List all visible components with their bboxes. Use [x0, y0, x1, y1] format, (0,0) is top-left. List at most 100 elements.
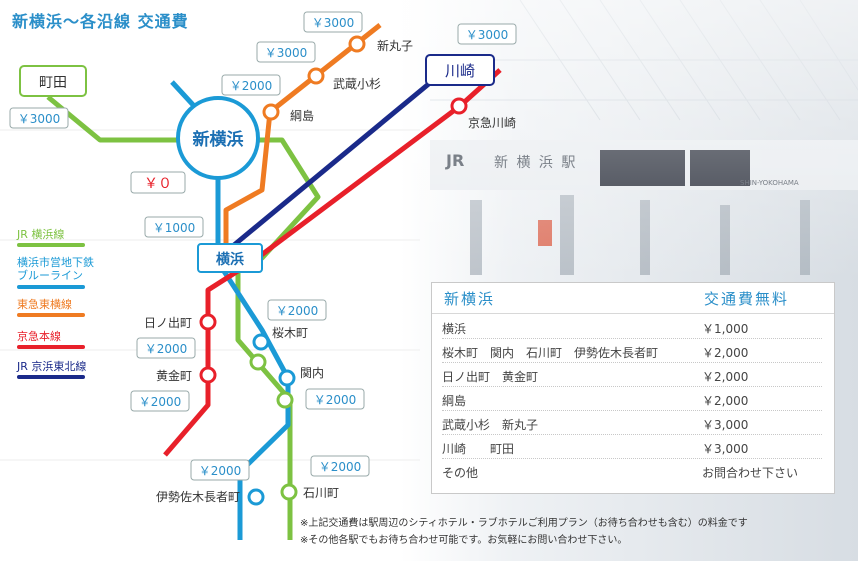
fare-table: 新横浜 交通費無料 横浜 ￥1,000 桜木町 関内 石川町 伊勢佐木長者町 ￥… — [431, 282, 835, 494]
label-sakuragicho: 桜木町 — [272, 326, 308, 340]
table-row: 川崎 町田 ￥3,000 — [442, 435, 822, 459]
row-destination: 武蔵小杉 新丸子 — [442, 418, 539, 432]
legend-label-keikyu: 京急本線 — [17, 329, 61, 343]
table-row: 武蔵小杉 新丸子 ￥3,000 — [442, 411, 822, 435]
svg-text:￥1000: ￥1000 — [153, 221, 196, 235]
row-destination: 川崎 町田 — [442, 442, 515, 456]
station-dot-kannai-blue — [278, 369, 296, 387]
fare-callout-shinmaruko: ￥3000 — [303, 11, 363, 33]
svg-text:￥2000: ￥2000 — [314, 393, 357, 407]
station-dot-musashi-kosugi — [307, 67, 325, 85]
fare-callout-kannai: ￥2000 — [305, 388, 365, 410]
footnote-1: ※上記交通費は駅周辺のシティホテル・ラブホテルご利用プラン（お待ち合わせも含む）… — [300, 518, 748, 529]
label-tsunashima: 綱島 — [290, 108, 314, 123]
fare-callout-musashi-kosugi: ￥3000 — [256, 41, 316, 63]
svg-text:￥3000: ￥3000 — [466, 28, 509, 42]
legend-label-blue-line-2: ブルーライン — [17, 268, 83, 282]
fare-table-header-left: 新横浜 — [444, 290, 496, 308]
svg-text:￥０: ￥０ — [144, 176, 172, 192]
fare-callout-tsunashima: ￥2000 — [221, 74, 281, 96]
station-dot-shinmaruko — [348, 35, 366, 53]
row-destination: その他 — [442, 466, 479, 480]
station-dot-keikyu-kawasaki — [450, 97, 468, 115]
photo-station-sign: 新 横 浜 駅 — [494, 155, 577, 171]
station-dot-koganecho — [199, 366, 217, 384]
table-row: 横浜 ￥1,000 — [442, 315, 822, 339]
yokohama-label: 横浜 — [216, 251, 244, 268]
row-fare: ￥3,000 — [702, 442, 749, 456]
station-dot-isezakichojamachi — [247, 488, 265, 506]
label-keikyu-kawasaki: 京急川崎 — [468, 115, 516, 130]
svg-text:￥2000: ￥2000 — [276, 304, 319, 318]
legend-swatch-keikyu — [17, 345, 85, 349]
fare-callout-yokohama: ￥1000 — [144, 216, 204, 238]
fare-callout-sakuragicho: ￥2000 — [267, 299, 327, 321]
kawasaki-station-box[interactable]: 川崎 — [425, 54, 495, 86]
row-fare: ￥1,000 — [702, 322, 749, 336]
fare-table-header-right: 交通費無料 — [704, 290, 790, 308]
svg-text:￥2000: ￥2000 — [230, 79, 273, 93]
label-koganecho: 黄金町 — [156, 368, 192, 383]
row-fare: お問合わせ下さい — [702, 466, 799, 480]
label-hinodecho: 日ノ出町 — [144, 316, 192, 330]
legend-label-jr-yokohama: JR 横浜線 — [16, 227, 64, 241]
keikyu-line — [163, 68, 502, 457]
keihin-tohoku-line — [226, 66, 450, 252]
row-destination: 綱島 — [442, 394, 467, 408]
svg-text:￥3000: ￥3000 — [18, 112, 61, 126]
footnotes: ※上記交通費は駅周辺のシティホテル・ラブホテルご利用プラン（お待ち合わせも含む）… — [300, 515, 748, 549]
legend-swatch-blue-line — [17, 285, 85, 289]
svg-text:￥3000: ￥3000 — [265, 46, 308, 60]
legend-label-keihin-tohoku: JR 京浜東北線 — [16, 359, 86, 373]
footnote-2: ※その他各駅でもお待ち合わせ可能です。お気軽にお問い合わせ下さい。 — [300, 535, 628, 546]
row-destination: 横浜 — [442, 322, 467, 336]
yokohama-station-box[interactable]: 横浜 — [197, 243, 263, 273]
kawasaki-label: 川崎 — [445, 62, 475, 80]
fare-table-header: 新横浜 交通費無料 — [432, 283, 834, 314]
label-ishikawacho: 石川町 — [303, 486, 339, 500]
svg-text:￥2000: ￥2000 — [199, 464, 242, 478]
photo-english-sign: SHIN-YOKOHAMA — [740, 179, 799, 187]
legend-swatch-toyoko — [17, 313, 85, 317]
fare-callout-ishikawacho: ￥2000 — [310, 455, 370, 477]
row-destination: 桜木町 関内 石川町 伊勢佐木長者町 — [442, 346, 659, 360]
line-legend: JR 横浜線 横浜市営地下鉄 ブルーライン 東急東横線 京急本線 JR 京浜東北… — [16, 227, 94, 379]
legend-swatch-jr-yokohama — [17, 243, 85, 247]
legend-label-toyoko: 東急東横線 — [17, 297, 72, 311]
row-fare: ￥2,000 — [702, 346, 749, 360]
fare-callout-hinodecho: ￥2000 — [136, 337, 196, 359]
table-row: その他 お問合わせ下さい — [442, 459, 822, 482]
toyoko-line — [223, 23, 382, 255]
label-musashi-kosugi: 武蔵小杉 — [333, 77, 381, 91]
machida-station-box[interactable]: 町田 — [19, 65, 87, 97]
row-destination: 日ノ出町 黄金町 — [442, 370, 539, 384]
fare-callout-shin-yokohama: ￥０ — [130, 171, 186, 194]
table-row: 日ノ出町 黄金町 ￥2,000 — [442, 363, 822, 387]
table-row: 綱島 ￥2,000 — [442, 387, 822, 411]
label-isezakichojamachi: 伊勢佐木長者町 — [156, 489, 240, 504]
fare-callout-kawasaki: ￥3000 — [457, 23, 517, 45]
label-shinmaruko: 新丸子 — [377, 38, 413, 53]
row-fare: ￥2,000 — [702, 394, 749, 408]
legend-swatch-keihin-tohoku — [17, 375, 85, 379]
svg-text:￥2000: ￥2000 — [139, 395, 182, 409]
shin-yokohama-label: 新横浜 — [193, 129, 244, 150]
station-dot-tsunashima — [262, 103, 280, 121]
page-title: 新横浜～各沿線 交通費 — [12, 12, 189, 31]
fare-callout-machida: ￥3000 — [9, 107, 69, 129]
station-dot-sakuragicho-blue — [252, 333, 270, 351]
fare-callout-koganecho: ￥2000 — [130, 390, 190, 412]
svg-text:￥2000: ￥2000 — [319, 460, 362, 474]
station-dot-sakuragicho-jr — [249, 353, 267, 371]
svg-text:￥2000: ￥2000 — [145, 342, 188, 356]
svg-text:￥3000: ￥3000 — [312, 16, 355, 30]
row-fare: ￥2,000 — [702, 370, 749, 384]
shin-yokohama-hub[interactable]: 新横浜 — [176, 96, 260, 180]
photo-jr-logo: JR — [445, 151, 464, 170]
station-dot-ishikawacho — [280, 483, 298, 501]
table-row: 桜木町 関内 石川町 伊勢佐木長者町 ￥2,000 — [442, 339, 822, 363]
fare-callout-isezakichojamachi: ￥2000 — [190, 459, 250, 481]
legend-label-blue-line-1: 横浜市営地下鉄 — [17, 255, 94, 269]
row-fare: ￥3,000 — [702, 418, 749, 432]
machida-label: 町田 — [39, 75, 67, 91]
